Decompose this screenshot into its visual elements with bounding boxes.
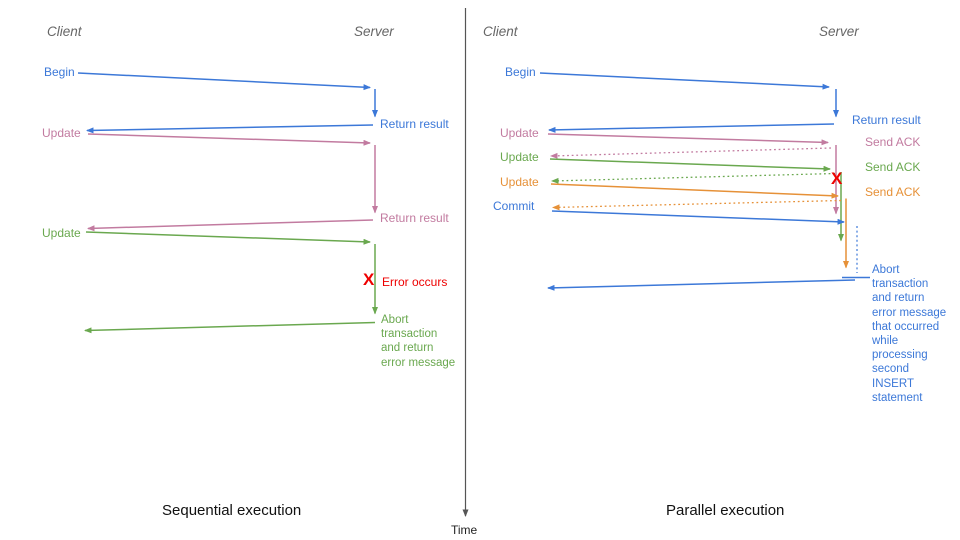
left-error-label: Error occurs xyxy=(382,275,448,289)
left-begin-label: Begin xyxy=(44,65,75,79)
right-update2-label: Update xyxy=(500,150,539,164)
left-abort-line-3: and return xyxy=(381,342,434,355)
right-abort-line-9: INSERT xyxy=(872,377,914,390)
right-abort-line-10: statement xyxy=(872,391,923,404)
left-begin-flow xyxy=(77,72,378,134)
right-begin-request-arrow xyxy=(539,72,830,90)
left-abort-return-arrow xyxy=(84,321,376,334)
right-begin-label: Begin xyxy=(505,65,536,79)
right-begin-return-label: Return result xyxy=(852,113,921,127)
left-update1-flow xyxy=(87,133,378,232)
right-abort-line-8: second xyxy=(872,363,910,376)
left-update2-request-arrow xyxy=(85,231,371,245)
right-abort-message: Abort transaction and return error messa… xyxy=(872,263,946,405)
right-client-header: Client xyxy=(483,24,518,39)
left-update2-label: Update xyxy=(42,226,81,240)
right-abort-line-4: error message xyxy=(872,306,947,319)
left-update1-label: Update xyxy=(42,126,81,140)
left-update1-request-arrow xyxy=(87,133,371,146)
left-panel-caption: Sequential execution xyxy=(162,502,302,519)
right-ack3-label: Send ACK xyxy=(865,185,921,199)
left-client-header: Client xyxy=(47,24,82,39)
right-update2-flow xyxy=(549,158,844,242)
right-server-header: Server xyxy=(819,24,859,39)
right-abort-line-3: and return xyxy=(872,292,925,305)
left-server-header: Server xyxy=(354,24,394,39)
right-ack1-label: Send ACK xyxy=(865,135,921,149)
right-abort-line-2: transaction xyxy=(872,278,929,291)
right-begin-flow xyxy=(539,72,839,133)
right-update1-ack-arrow xyxy=(550,147,832,159)
left-update2-flow xyxy=(84,231,378,334)
right-update2-ack-arrow xyxy=(551,172,836,184)
right-panel-caption: Parallel execution xyxy=(666,502,785,519)
right-update1-flow xyxy=(547,133,839,215)
left-error-x-icon: X xyxy=(363,270,375,289)
right-update1-label: Update xyxy=(500,126,539,140)
right-update3-request-arrow xyxy=(550,183,839,199)
right-commit-flow xyxy=(547,210,870,291)
left-update1-return-label: Return result xyxy=(380,211,449,225)
right-update3-flow xyxy=(550,183,849,269)
right-begin-return-arrow xyxy=(548,123,835,133)
left-abort-line-2: transaction xyxy=(381,328,438,341)
right-update3-label: Update xyxy=(500,175,539,189)
left-begin-request-arrow xyxy=(77,72,371,91)
right-abort-return-arrow xyxy=(547,279,856,291)
left-abort-message: Abort transaction and return error messa… xyxy=(381,313,455,370)
right-error-x-icon: X xyxy=(831,169,843,188)
right-abort-line-6: while xyxy=(872,335,899,348)
right-update1-request-arrow xyxy=(547,133,829,146)
right-ack2-label: Send ACK xyxy=(865,160,921,174)
right-abort-line-5: that occurred xyxy=(872,320,940,333)
right-abort-line-7: processing xyxy=(872,349,928,362)
right-commit-request-arrow xyxy=(551,210,845,225)
left-abort-line-4: error message xyxy=(381,356,456,369)
left-begin-return-label: Return result xyxy=(380,117,449,131)
left-update1-return-arrow xyxy=(87,219,374,232)
right-update2-request-arrow xyxy=(549,158,831,172)
time-axis-label: Time xyxy=(451,523,478,537)
right-update3-ack-arrow xyxy=(552,199,842,211)
left-abort-line-1: Abort xyxy=(381,314,409,326)
left-begin-return-arrow xyxy=(86,124,374,134)
right-commit-label: Commit xyxy=(493,199,535,213)
right-abort-line-1: Abort xyxy=(872,264,900,276)
